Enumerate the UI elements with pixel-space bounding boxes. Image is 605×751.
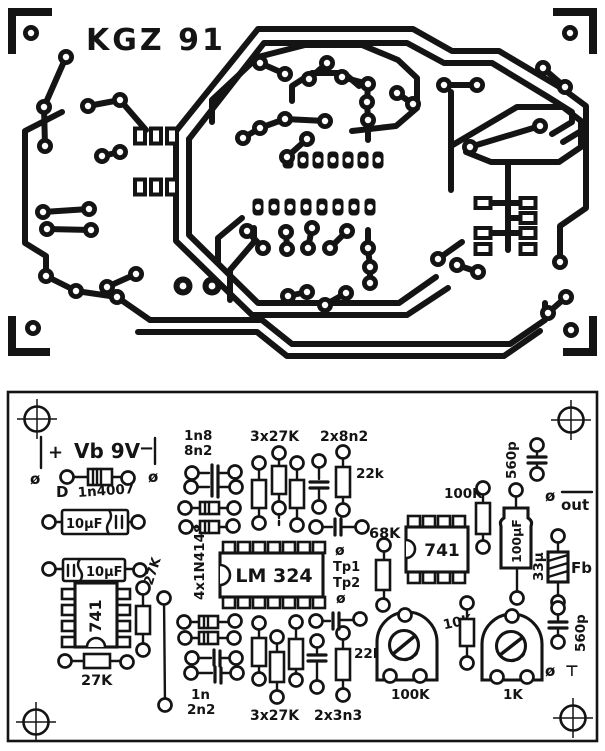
supply-label: Vb 9V bbox=[74, 439, 141, 463]
cap-560p-top: 560p bbox=[504, 437, 548, 482]
copper-layout: KGZ 91 bbox=[8, 8, 597, 359]
resistor-27k-horizontal-label: 27K bbox=[81, 673, 113, 689]
power-header: + Vb 9V − ø ø bbox=[30, 435, 158, 488]
cap-10uf-1: 10μF bbox=[41, 508, 146, 536]
cap-560p-top-label: 560p bbox=[504, 441, 520, 479]
board-outline bbox=[6, 390, 599, 743]
cap-100uf: 100μF bbox=[498, 482, 534, 606]
resistor-22k-upper-label: 22k bbox=[356, 466, 385, 482]
cap-2x8n2-group: 2x8n2 22k bbox=[308, 429, 385, 518]
resistor-10k: 10K bbox=[442, 595, 476, 671]
opamp-741-right-label: 741 bbox=[424, 541, 460, 561]
plus-sign: + bbox=[48, 442, 63, 463]
cap-2x8n2-label: 2x8n2 bbox=[320, 429, 368, 445]
trio-upper-label: 3x27K bbox=[250, 429, 300, 445]
diode-designator: D bbox=[56, 483, 68, 501]
cap-1n-label: 1n bbox=[191, 687, 210, 703]
diode-1n4007: D 1n4007 bbox=[56, 467, 136, 501]
supply-pad-plus: ø bbox=[30, 470, 40, 488]
tp1-label: Tp1 bbox=[333, 560, 360, 575]
cap-2n2-label: 2n2 bbox=[187, 702, 215, 718]
cap-10uf-2: 10μF bbox=[41, 557, 148, 583]
trimmer-1k: 1K bbox=[480, 608, 544, 703]
resistor-27k-vertical bbox=[134, 580, 152, 658]
cap-lower-horizontal bbox=[308, 611, 368, 631]
cap-1n8-label: 1n8 bbox=[184, 428, 212, 444]
cap-10uf-1-label: 10μF bbox=[66, 517, 103, 532]
component-layout: + Vb 9V − ø ø D 1n4007 10μF 10μF 27K bbox=[6, 390, 599, 744]
inductor-33u-label: 33μ bbox=[531, 552, 547, 581]
ic-pad-row-upper bbox=[282, 151, 384, 169]
corner-mark-top-left bbox=[8, 8, 52, 54]
opamp-741-left-label: 741 bbox=[86, 599, 105, 632]
cap-560p-bottom-label: 560p bbox=[573, 614, 589, 652]
resistor-68k: 68K bbox=[369, 526, 401, 613]
out-pad-symbol: ø bbox=[545, 487, 555, 505]
diode-pair-upper bbox=[177, 500, 242, 535]
cap-100uf-label: 100μF bbox=[509, 519, 524, 563]
trio-lower-label: 3x27K bbox=[250, 708, 300, 724]
test-points: ø Tp1 Tp2 ø bbox=[333, 543, 360, 607]
tp-pad-1: ø bbox=[335, 543, 345, 559]
cap-1n8-8n2-group: 1n8 8n2 bbox=[183, 428, 244, 499]
square-pads-left bbox=[133, 126, 179, 197]
diode-pair-lower bbox=[176, 613, 243, 646]
resistor-trio-upper: 3x27K bbox=[250, 429, 306, 533]
ic-pad-row-lower bbox=[252, 198, 376, 216]
ground-pad: ø ⊤ bbox=[545, 662, 579, 680]
traces-outline bbox=[135, 26, 589, 359]
cap-560p-bottom: 560p bbox=[547, 600, 589, 652]
corner-mark-bottom-right bbox=[563, 316, 597, 356]
cap-mid-horizontal bbox=[308, 517, 370, 537]
trimmer-100k: 100K bbox=[375, 607, 439, 703]
cap-8n2-label: 8n2 bbox=[184, 443, 212, 459]
gnd-pad-symbol: ø bbox=[545, 662, 555, 680]
lm324-label: LM 324 bbox=[235, 565, 312, 587]
cap-2x3n3-group: 2x3n3 22K bbox=[306, 625, 384, 724]
ferrite-bead-label: Fb bbox=[571, 559, 592, 577]
out-label: out bbox=[561, 496, 589, 514]
corner-mark-top-right bbox=[553, 8, 597, 54]
diode-array-label: 4x1N4148 bbox=[192, 524, 208, 600]
minus-sign: − bbox=[139, 438, 154, 459]
traces-right bbox=[435, 65, 589, 316]
tp-pad-2: ø bbox=[336, 591, 346, 607]
gnd-symbol: ⊤ bbox=[565, 662, 579, 680]
opamp-741-left: 741 bbox=[60, 581, 132, 649]
board-title: KGZ 91 bbox=[86, 23, 226, 58]
trimmer-100k-label: 100K bbox=[391, 687, 430, 703]
ferrite-bead: 33μ Fb bbox=[531, 528, 592, 610]
trimmer-1k-label: 1K bbox=[503, 687, 523, 703]
supply-pad-minus: ø bbox=[148, 468, 158, 486]
resistor-27k-horizontal: 27K bbox=[57, 652, 135, 689]
diode-value: 1n4007 bbox=[77, 481, 135, 501]
resistor-68k-label: 68K bbox=[369, 526, 401, 542]
tp2-label: Tp2 bbox=[333, 576, 360, 591]
corner-mark-bottom-left bbox=[8, 316, 50, 356]
jumper-wire bbox=[156, 590, 173, 713]
output-pad: ø out bbox=[545, 487, 594, 514]
resistor-100k: 100K bbox=[444, 480, 492, 555]
cap-10uf-2-label: 10μF bbox=[86, 565, 123, 580]
resistor-100k-label: 100K bbox=[444, 486, 483, 502]
cap-2x3n3-label: 2x3n3 bbox=[314, 708, 362, 724]
cap-1n-2n2-group: 1n 2n2 bbox=[183, 648, 245, 718]
resistor-trio-lower: 3x27K bbox=[250, 614, 305, 724]
opamp-741-right: 741 bbox=[404, 514, 470, 585]
quad-opamp-lm324: LM 324 bbox=[218, 540, 327, 610]
